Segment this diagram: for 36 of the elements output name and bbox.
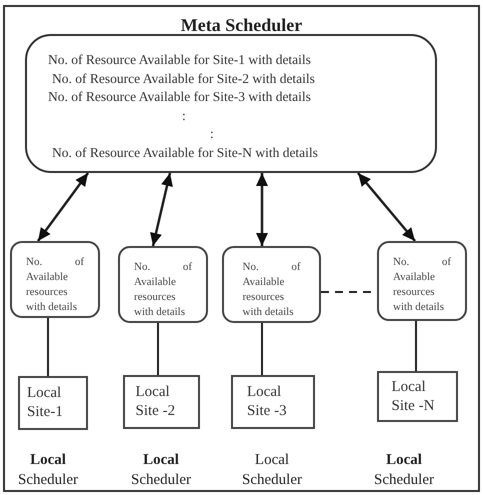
rounded-box (10, 241, 100, 318)
scheduler-label: Local Scheduler (17, 451, 79, 490)
scheduler-label: Local Scheduler (241, 451, 303, 490)
resource-line: No. of Resource Available for Site-2 with details (52, 70, 315, 88)
double-arrow (37, 172, 89, 242)
resource-line: No. of Resource Available for Site-N with details (52, 144, 318, 162)
connector-line (47, 318, 49, 376)
connector-line (415, 321, 417, 371)
node-text: Local Site -3 (247, 383, 288, 421)
diagram-title: Meta Scheduler (180, 14, 304, 36)
node-text: Local Site -2 (136, 383, 176, 421)
rounded-box (377, 241, 467, 321)
resource-line: : (182, 106, 186, 124)
double-arrow (256, 173, 268, 246)
connector-line (157, 323, 159, 375)
node-text: No. of Available resources with details (393, 255, 451, 315)
rounded-box (25, 34, 437, 173)
site-box (123, 375, 200, 429)
node-text: No. of Available resources with details (242, 260, 300, 320)
scheduler-label: Local Scheduler (373, 451, 435, 490)
site-box (377, 371, 458, 422)
node-text: No. of Available resources with details (26, 255, 84, 315)
node-text: Local Site-1 (27, 384, 64, 422)
scheduler-label: Local Scheduler (130, 451, 192, 490)
site-box (231, 375, 315, 429)
node-text: No. of Available resources with details (134, 260, 192, 320)
connector-line (261, 323, 263, 375)
site-box (18, 376, 88, 430)
double-arrow (357, 172, 416, 242)
double-arrow (150, 172, 173, 246)
resource-line: : (210, 125, 214, 143)
rounded-box (222, 246, 321, 323)
resource-line: No. of Resource Available for Site-3 with details (48, 88, 311, 106)
rounded-box (118, 246, 208, 323)
resource-line: No. of Resource Available for Site-1 with details (48, 51, 311, 69)
node-text: Local Site -N (392, 378, 436, 416)
